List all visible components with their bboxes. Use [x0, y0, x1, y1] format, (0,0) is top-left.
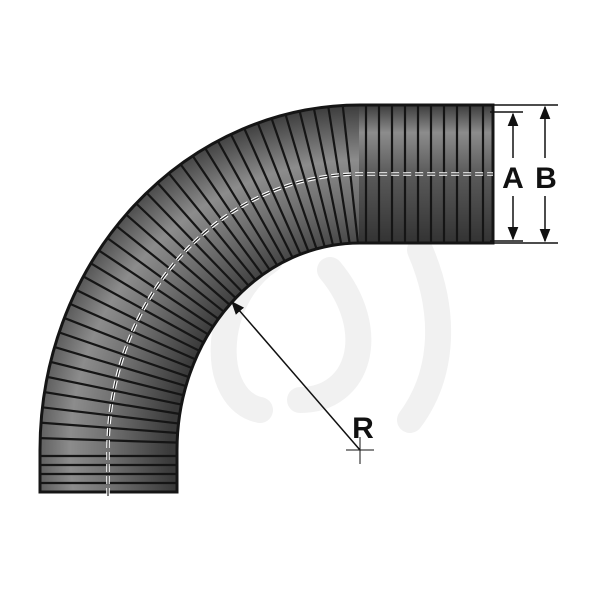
- rib: [228, 131, 295, 260]
- label-b: B: [535, 162, 557, 195]
- rib: [202, 145, 280, 269]
- rib: [49, 344, 191, 389]
- rib: [40, 421, 183, 435]
- label-r: R: [352, 412, 374, 445]
- rib: [40, 405, 184, 426]
- rib: [242, 126, 303, 257]
- dimension-lines: [231, 104, 558, 464]
- rib: [270, 116, 319, 251]
- rib: [65, 301, 201, 363]
- rib: [215, 138, 287, 264]
- conduit-tube: [38, 103, 495, 496]
- rib: [256, 121, 311, 254]
- rib: [284, 112, 327, 249]
- rib: [42, 374, 187, 407]
- rib: [312, 107, 343, 245]
- rib: [298, 109, 335, 247]
- rib: [45, 359, 189, 398]
- rib: [40, 390, 185, 416]
- rib: [54, 329, 194, 380]
- rib: [59, 315, 197, 371]
- label-a: A: [502, 162, 524, 195]
- radius-arrow: [231, 300, 361, 451]
